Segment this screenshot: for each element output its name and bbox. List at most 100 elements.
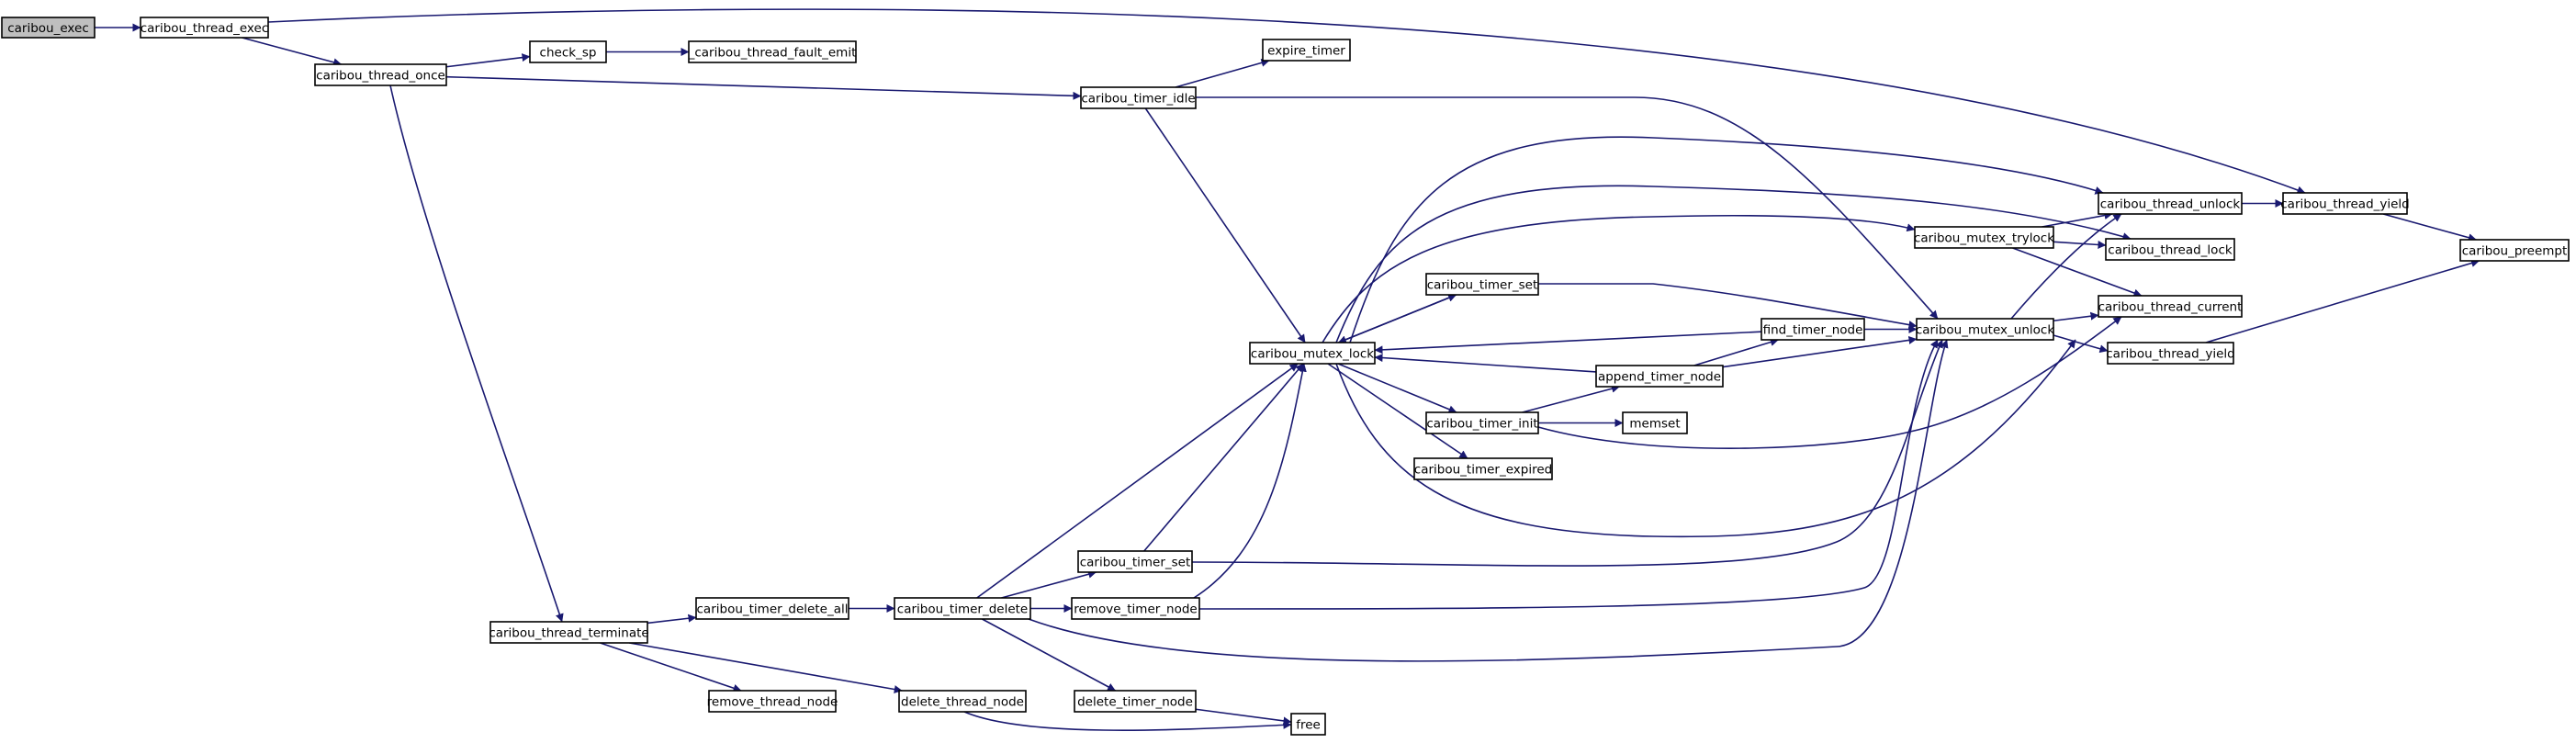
edge-caribou_timer_idle-to-caribou_mutex_lock xyxy=(1144,107,1306,343)
edge-caribou_mutex_lock-to-caribou_mutex_trylock xyxy=(1322,214,1916,343)
node-label-free: free xyxy=(1296,718,1321,733)
node-box-caribou_mutex_lock[interactable] xyxy=(1249,342,1376,365)
node-box-append_timer_node[interactable] xyxy=(1595,365,1724,388)
node-expire_timer[interactable]: expire_timer xyxy=(1262,39,1351,62)
node-box-caribou_timer_idle[interactable] xyxy=(1080,86,1197,109)
node-box-caribou_timer_init[interactable] xyxy=(1425,411,1539,434)
node-caribou_exec[interactable]: caribou_exec xyxy=(1,17,96,39)
node-caribou_mutex_lock[interactable]: caribou_mutex_lock xyxy=(1249,342,1376,365)
node-box-check_sp[interactable] xyxy=(529,40,607,63)
edge-caribou_timer_delete-to-delete_timer_node xyxy=(982,618,1116,692)
node-box-caribou_thread_yield_low[interactable] xyxy=(2107,342,2234,365)
node-free[interactable]: free xyxy=(1290,713,1326,736)
node-remove_timer_node[interactable]: remove_timer_node xyxy=(1071,597,1200,620)
node-caribou_timer_idle[interactable]: caribou_timer_idle xyxy=(1080,86,1197,109)
node-remove_thread_node[interactable]: remove_thread_node xyxy=(707,690,838,713)
node-box-caribou_thread_unlock[interactable] xyxy=(2098,192,2243,215)
node-caribou_thread_lock[interactable]: caribou_thread_lock xyxy=(2105,238,2235,261)
edge-caribou_thread_once-to-check_sp xyxy=(445,53,531,68)
edge-caribou_mutex_unlock-to-caribou_thread_unlock xyxy=(2010,213,2122,320)
node-box-caribou_mutex_unlock[interactable] xyxy=(1916,318,2054,341)
node-caribou_preempt[interactable]: caribou_preempt xyxy=(2459,239,2570,262)
node-label-find_timer_node: find_timer_node xyxy=(1763,323,1863,338)
node-label-caribou_thread_yield_top: caribou_thread_yield xyxy=(2280,197,2410,212)
node-caribou_timer_init[interactable]: caribou_timer_init xyxy=(1425,411,1539,434)
node-box-caribou_preempt[interactable] xyxy=(2459,239,2570,262)
edge-delete_thread_node-to-free xyxy=(963,711,1292,731)
node-box-caribou_thread_terminate[interactable] xyxy=(489,621,648,644)
edge-remove_timer_node-to-caribou_mutex_unlock xyxy=(1198,339,1939,610)
node-caribou_thread_fault_emit[interactable]: _caribou_thread_fault_emit xyxy=(688,40,857,63)
node-label-caribou_thread_exec: caribou_thread_exec xyxy=(141,21,269,36)
node-caribou_mutex_trylock[interactable]: caribou_mutex_trylock xyxy=(1914,226,2054,249)
node-append_timer_node[interactable]: append_timer_node xyxy=(1595,365,1724,388)
node-box-caribou_exec[interactable] xyxy=(1,17,96,39)
node-caribou_thread_unlock[interactable]: caribou_thread_unlock xyxy=(2098,192,2243,215)
node-box-expire_timer[interactable] xyxy=(1262,39,1351,62)
edge-caribou_thread_once-to-caribou_thread_terminate xyxy=(389,84,564,623)
node-label-delete_thread_node: delete_thread_node xyxy=(901,695,1024,710)
node-box-caribou_timer_delete_all[interactable] xyxy=(695,597,849,620)
node-caribou_thread_terminate[interactable]: caribou_thread_terminate xyxy=(489,621,649,644)
node-label-remove_timer_node: remove_timer_node xyxy=(1074,602,1198,617)
node-label-caribou_thread_terminate: caribou_thread_terminate xyxy=(489,626,648,641)
node-caribou_timer_expired[interactable]: caribou_timer_expired xyxy=(1413,457,1553,480)
node-label-remove_thread_node: remove_thread_node xyxy=(707,695,838,710)
node-box-caribou_thread_exec[interactable] xyxy=(140,17,269,39)
node-box-caribou_thread_lock[interactable] xyxy=(2105,238,2235,261)
node-label-caribou_preempt: caribou_preempt xyxy=(2462,244,2568,259)
node-box-caribou_thread_fault_emit[interactable] xyxy=(688,40,857,63)
node-label-caribou_thread_once: caribou_thread_once xyxy=(316,69,445,84)
node-caribou_thread_current[interactable]: caribou_thread_current xyxy=(2098,295,2243,318)
node-box-find_timer_node[interactable] xyxy=(1760,318,1865,341)
node-box-delete_timer_node[interactable] xyxy=(1074,690,1197,713)
node-caribou_thread_exec[interactable]: caribou_thread_exec xyxy=(140,17,269,39)
node-label-append_timer_node: append_timer_node xyxy=(1598,370,1721,385)
node-caribou_thread_yield_low[interactable]: caribou_thread_yield xyxy=(2106,342,2235,365)
node-caribou_mutex_unlock[interactable]: caribou_mutex_unlock xyxy=(1916,318,2054,341)
node-label-caribou_mutex_trylock: caribou_mutex_trylock xyxy=(1914,231,2054,246)
edge-caribou_mutex_unlock-to-caribou_thread_current xyxy=(2053,311,2099,322)
node-memset[interactable]: memset xyxy=(1622,411,1688,434)
node-box-caribou_timer_set_top[interactable] xyxy=(1425,273,1539,296)
node-caribou_timer_set_top[interactable]: caribou_timer_set xyxy=(1425,273,1539,296)
node-label-caribou_mutex_lock: caribou_mutex_lock xyxy=(1251,347,1374,362)
node-box-caribou_thread_yield_top[interactable] xyxy=(2282,192,2408,215)
edge-delete_timer_node-to-free xyxy=(1195,708,1292,726)
node-box-caribou_mutex_trylock[interactable] xyxy=(1914,226,2054,249)
edge-append_timer_node-to-caribou_mutex_unlock xyxy=(1722,335,1918,368)
node-caribou_timer_delete[interactable]: caribou_timer_delete xyxy=(894,597,1031,620)
node-box-caribou_thread_once[interactable] xyxy=(314,63,447,86)
node-caribou_thread_yield_top[interactable]: caribou_thread_yield xyxy=(2280,192,2410,215)
edges-layer xyxy=(95,8,2480,731)
edge-caribou_thread_exec-to-caribou_thread_once xyxy=(242,37,343,67)
node-caribou_timer_delete_all[interactable]: caribou_timer_delete_all xyxy=(695,597,849,620)
nodes-layer: caribou_exec caribou_thread_exec caribou_t… xyxy=(1,17,2570,736)
edge-caribou_timer_idle-to-expire_timer xyxy=(1175,59,1270,88)
node-box-delete_thread_node[interactable] xyxy=(898,690,1027,713)
node-label-caribou_thread_unlock: caribou_thread_unlock xyxy=(2100,197,2241,212)
edge-caribou_mutex_lock-to-caribou_timer_init xyxy=(1337,363,1457,413)
node-find_timer_node[interactable]: find_timer_node xyxy=(1760,318,1865,341)
node-box-caribou_timer_set_low[interactable] xyxy=(1077,550,1193,573)
edge-caribou_thread_yield_top-to-caribou_preempt xyxy=(2382,213,2477,242)
node-check_sp[interactable]: check_sp xyxy=(529,40,607,63)
node-caribou_timer_set_low[interactable]: caribou_timer_set xyxy=(1077,550,1193,573)
node-box-remove_timer_node[interactable] xyxy=(1071,597,1200,620)
edge-caribou_timer_delete-to-caribou_mutex_unlock xyxy=(1028,339,1949,662)
edge-caribou_timer_delete-to-caribou_timer_set_low xyxy=(1001,569,1097,599)
node-label-caribou_timer_expired: caribou_timer_expired xyxy=(1414,463,1552,478)
node-box-remove_thread_node[interactable] xyxy=(708,690,837,713)
node-delete_timer_node[interactable]: delete_timer_node xyxy=(1074,690,1197,713)
node-box-caribou_timer_expired[interactable] xyxy=(1413,457,1553,480)
node-label-caribou_thread_yield_low: caribou_thread_yield xyxy=(2106,347,2235,362)
node-box-free[interactable] xyxy=(1290,713,1326,736)
node-label-caribou_timer_delete: caribou_timer_delete xyxy=(897,602,1028,617)
node-box-caribou_timer_delete[interactable] xyxy=(894,597,1031,620)
node-delete_thread_node[interactable]: delete_thread_node xyxy=(898,690,1027,713)
edge-caribou_timer_init-to-append_timer_node xyxy=(1522,384,1620,413)
node-caribou_thread_once[interactable]: caribou_thread_once xyxy=(314,63,447,86)
node-box-caribou_thread_current[interactable] xyxy=(2098,295,2243,318)
node-box-memset[interactable] xyxy=(1622,411,1688,434)
edge-caribou_mutex_trylock-to-caribou_thread_unlock xyxy=(2042,211,2113,228)
